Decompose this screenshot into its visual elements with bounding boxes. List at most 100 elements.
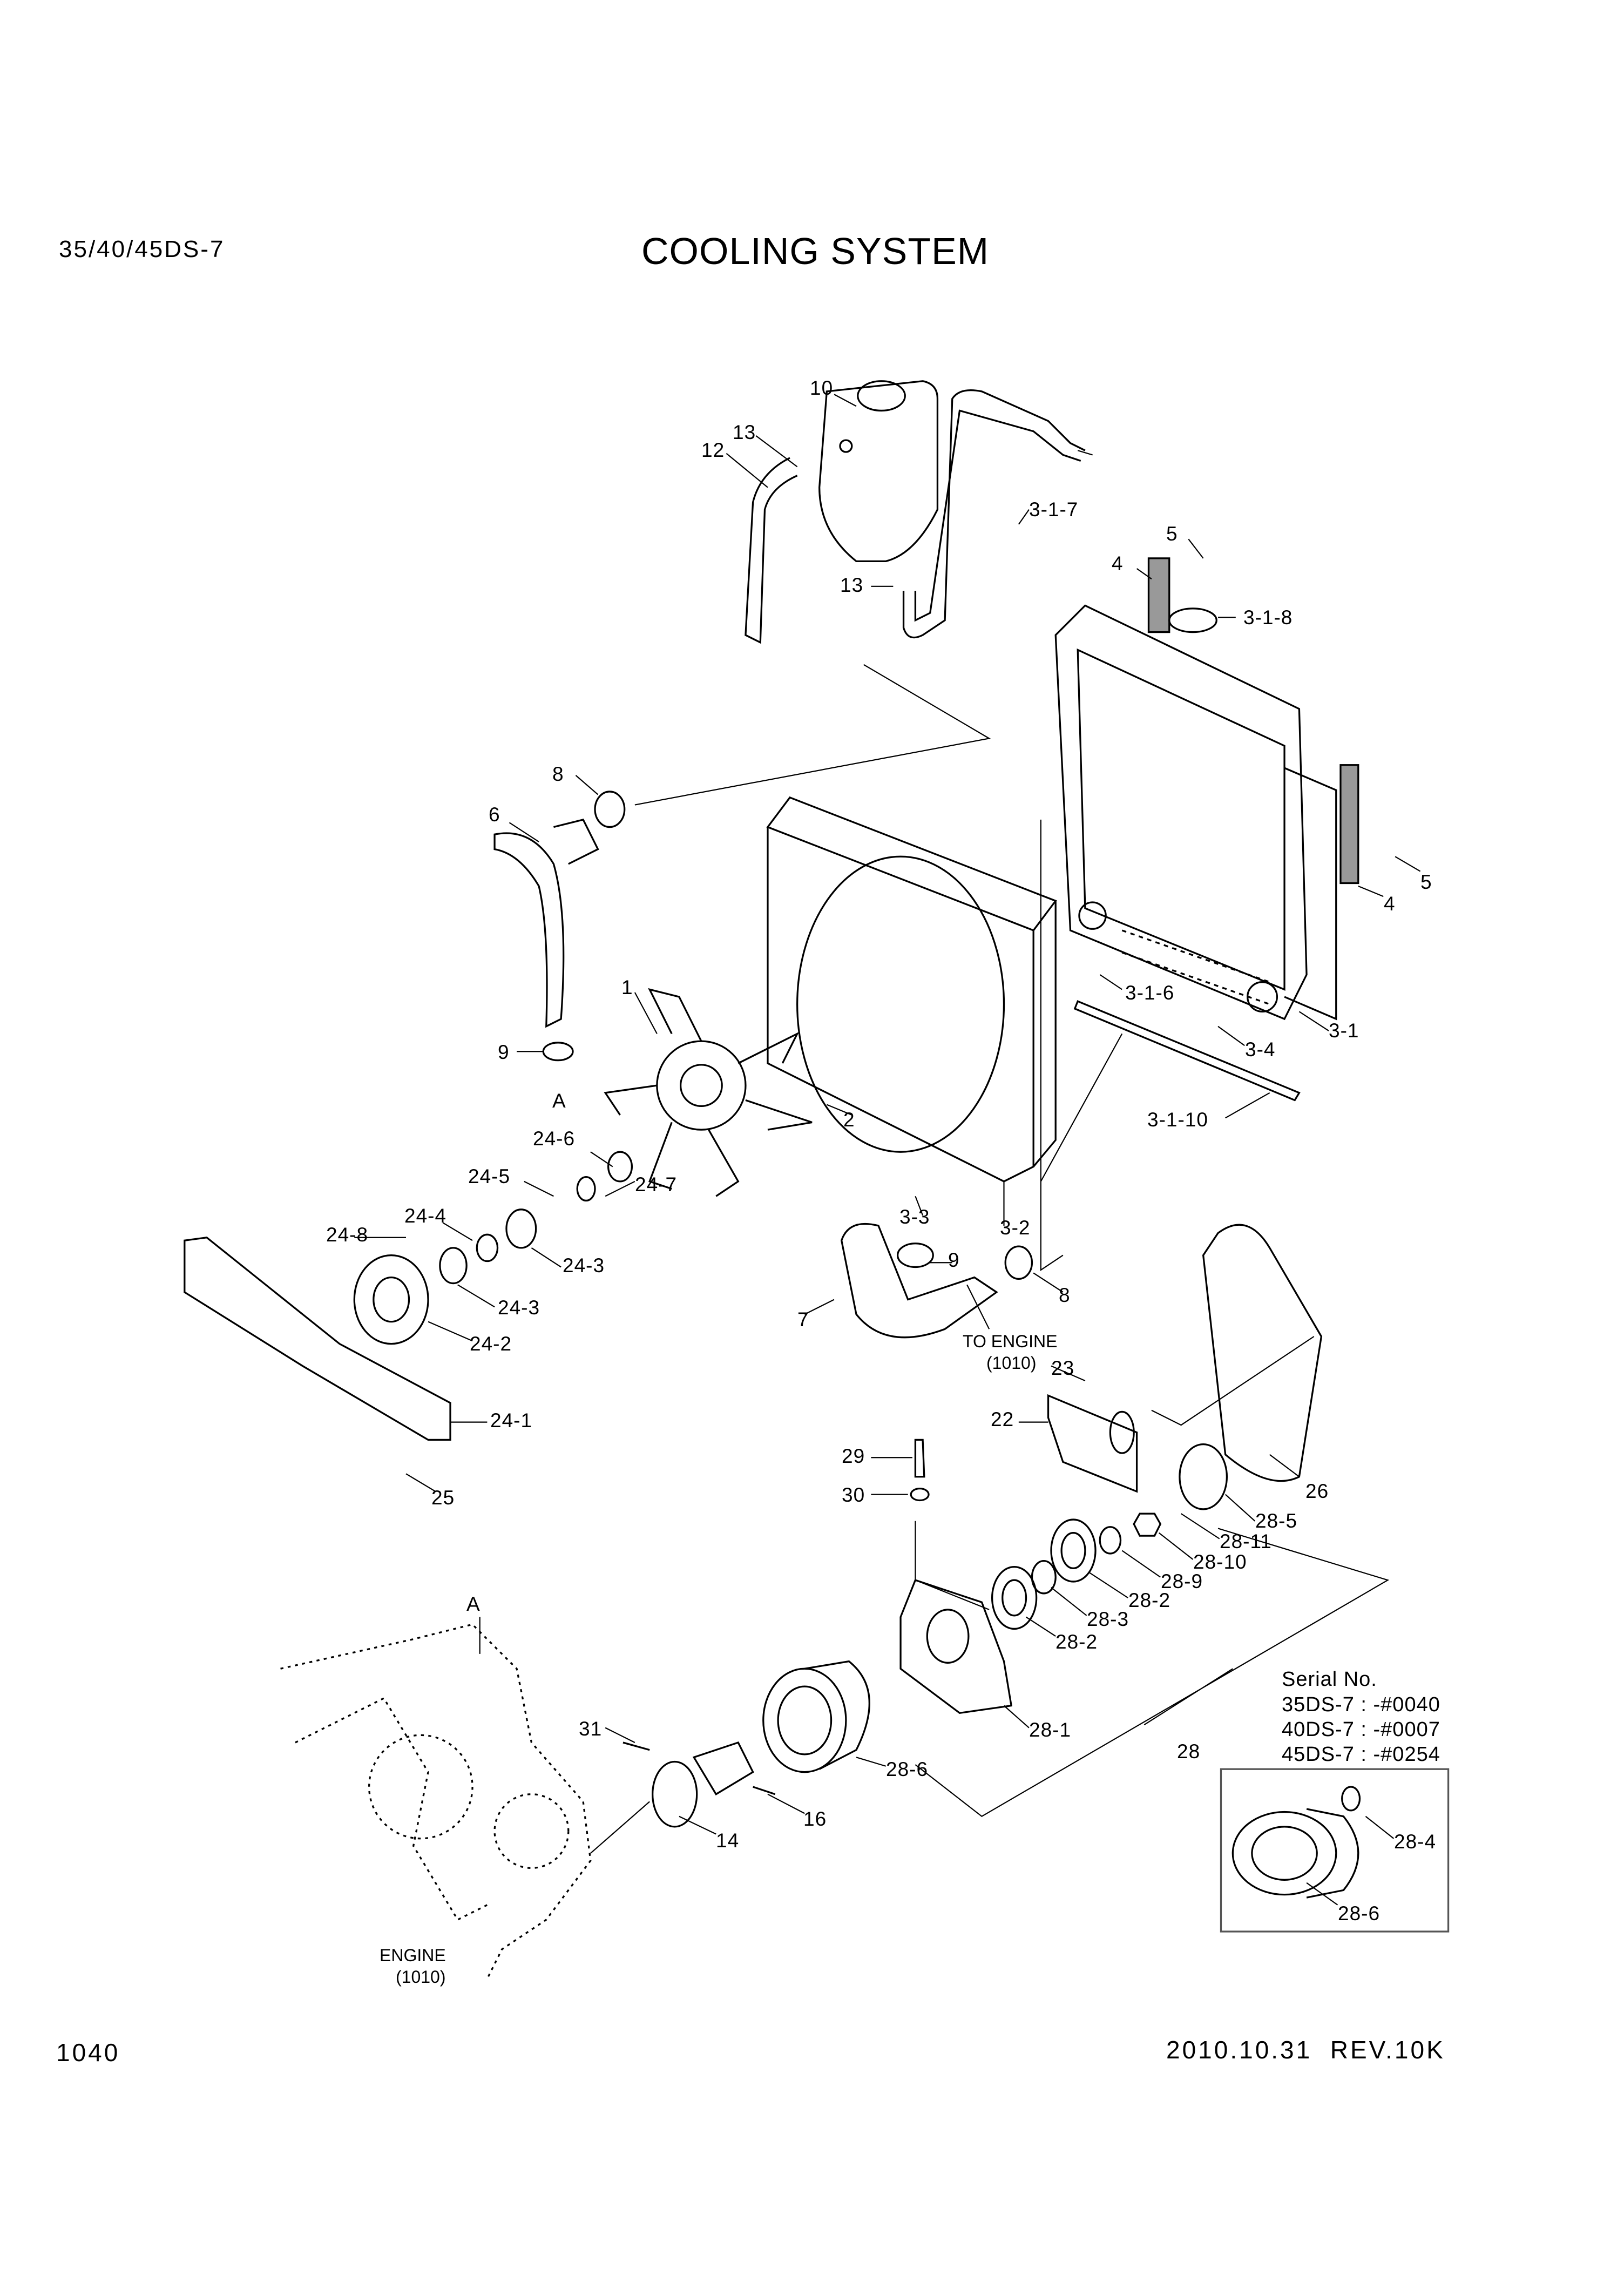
callout-28-2: 28-2: [1055, 1631, 1098, 1653]
clamp-9-right: [896, 1243, 934, 1268]
callout-3-1-7: 3-1-7: [1029, 498, 1079, 521]
callout-5: 5: [1166, 523, 1178, 545]
tensioner-22: [1047, 1394, 1138, 1493]
callout-4: 4: [1112, 552, 1124, 575]
callout-28: 28: [1177, 1740, 1201, 1763]
bearing-24-3b: [505, 1208, 537, 1249]
callout-16: 16: [803, 1808, 827, 1830]
callout-A: A: [466, 1593, 481, 1615]
callout-3-1-10: 3-1-10: [1147, 1109, 1208, 1131]
reservoir-tank: [818, 380, 939, 562]
callout-30: 30: [842, 1484, 865, 1506]
callout-5: 5: [1420, 871, 1432, 893]
housing-28-1: [899, 1579, 1013, 1714]
callout-28-11: 28-11: [1220, 1530, 1272, 1552]
engine-ref: (1010): [396, 1967, 446, 1987]
serial-inset-box: [1220, 1768, 1450, 1933]
pulley-28-6: [762, 1667, 847, 1773]
callout-24-4: 24-4: [404, 1205, 447, 1227]
callout-29: 29: [842, 1445, 865, 1467]
callout-6: 6: [489, 803, 500, 826]
flange-14: [652, 1760, 698, 1828]
callout-28-6: 28-6: [1338, 1902, 1381, 1925]
rod-3-1-10: [1073, 1000, 1301, 1102]
callout-24-1: 24-1: [490, 1409, 533, 1432]
fan-shroud: [766, 796, 1057, 1183]
hose-7: [840, 1223, 998, 1339]
model-header: 35/40/45DS-7: [59, 236, 225, 262]
callout-10: 10: [810, 377, 834, 399]
callout-22: 22: [991, 1408, 1014, 1430]
bolt-29: [914, 1439, 925, 1478]
to-engine-note: TO ENGINE: [963, 1332, 1058, 1351]
callout-13: 13: [840, 574, 864, 596]
engine-outline: [280, 1623, 592, 1980]
hose-6b: [553, 818, 599, 865]
callout-24-2: 24-2: [470, 1333, 512, 1355]
callout-24-8: 24-8: [326, 1224, 369, 1246]
callout-28-10: 28-10: [1193, 1551, 1247, 1573]
callout-7: 7: [797, 1308, 809, 1331]
to-engine-ref: (1010): [986, 1353, 1037, 1373]
bearing-28-2: [1050, 1518, 1097, 1583]
callout-28-4: 28-4: [1394, 1831, 1437, 1853]
callout-A: A: [552, 1090, 566, 1112]
hose-6: [493, 832, 565, 1028]
hose-12: [745, 457, 798, 644]
callout-1: 1: [621, 976, 633, 998]
serial-line: 45DS-7 : -#0254: [1282, 1743, 1440, 1766]
callout-12: 12: [701, 439, 725, 461]
hex-nut-28-10: [1133, 1513, 1162, 1537]
callout-8: 8: [552, 763, 564, 785]
callout-24-3: 24-3: [498, 1297, 540, 1319]
callout-9: 9: [498, 1041, 510, 1063]
callout-2: 2: [843, 1109, 855, 1131]
callout-14: 14: [716, 1829, 740, 1852]
callout-26: 26: [1305, 1480, 1329, 1502]
callout-3-2: 3-2: [1000, 1217, 1031, 1239]
callout-28-9: 28-9: [1161, 1570, 1203, 1592]
callout-23: 23: [1051, 1357, 1075, 1379]
callout-3-1: 3-1: [1329, 1019, 1359, 1042]
bearing-28-2b: [991, 1565, 1038, 1630]
callout-8: 8: [1059, 1284, 1071, 1306]
clamp-8-right: [1004, 1245, 1033, 1280]
pulley-24-2: [353, 1254, 429, 1345]
bolt-31: [622, 1741, 650, 1751]
callout-3-1-6: 3-1-6: [1125, 982, 1175, 1004]
page-number: 1040: [56, 2038, 120, 2067]
engine-note: ENGINE: [380, 1946, 446, 1965]
callout-31: 31: [579, 1718, 603, 1740]
radiator: [1054, 557, 1359, 1021]
callout-3-1-8: 3-1-8: [1243, 606, 1293, 629]
bearing-24-3: [439, 1247, 468, 1285]
date-revision: 2010.10.31 REV.10K: [1166, 2036, 1445, 2064]
v-belt-26: [1202, 1224, 1323, 1482]
universal-joint: [692, 1741, 754, 1795]
callout-28-5: 28-5: [1255, 1510, 1298, 1532]
callout-4: 4: [1384, 893, 1396, 915]
snap-ring-28-5: [1179, 1443, 1228, 1510]
leader-lines: [354, 394, 1421, 1906]
bolt-16: [753, 1786, 776, 1795]
callout-28-3: 28-3: [1087, 1608, 1129, 1630]
hose-3-1-7: [902, 389, 1086, 639]
callout-24-3: 24-3: [563, 1254, 605, 1277]
callout-3-4: 3-4: [1245, 1038, 1276, 1061]
cooling-fan: [604, 988, 813, 1197]
clamp-8-upper: [594, 791, 626, 828]
serial-title: Serial No.: [1282, 1668, 1377, 1691]
callout-28-1: 28-1: [1029, 1719, 1072, 1741]
callout-13: 13: [733, 421, 756, 443]
callout-24-5: 24-5: [468, 1165, 511, 1187]
clamp-9-lower: [542, 1042, 574, 1062]
callout-28-2: 28-2: [1128, 1589, 1171, 1611]
serial-line: 40DS-7 : -#0007: [1282, 1718, 1440, 1741]
callout-25: 25: [431, 1487, 455, 1509]
washer-30: [910, 1488, 930, 1502]
callout-9: 9: [948, 1249, 960, 1271]
serial-line: 35DS-7 : -#0040: [1282, 1693, 1440, 1716]
callout-24-7: 24-7: [635, 1173, 678, 1196]
